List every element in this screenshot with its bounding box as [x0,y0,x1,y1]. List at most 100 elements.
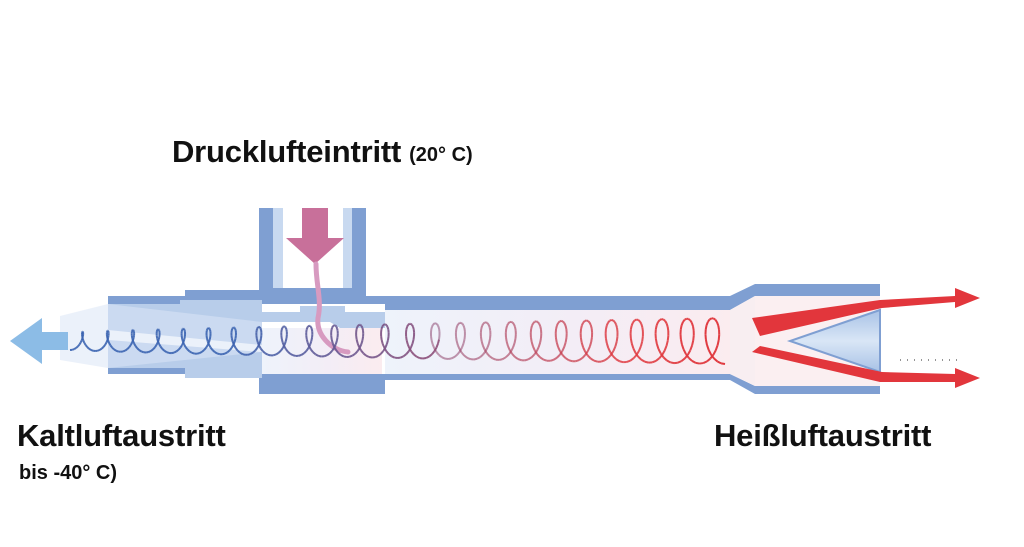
vortex-segment [336,341,337,345]
vortex-segment [433,323,434,324]
vortex-segment [332,339,333,343]
cold-air-arrow [10,318,68,364]
vortex-segment [515,327,516,330]
vortex-segment [105,343,106,345]
vortex-segment [202,350,204,352]
vortex-segment [232,328,233,329]
vortex-segment [613,320,615,322]
vortex-segment [656,339,657,344]
vortex-segment [601,360,605,361]
vortex-segment [381,327,382,329]
vortex-segment [210,336,211,339]
vortex-segment [458,323,459,324]
vortex-segment [89,349,91,350]
tube-body [60,208,880,394]
vortex-segment [78,345,80,347]
vortex-segment [184,337,185,340]
vortex-segment [159,337,160,340]
vortex-segment [538,322,539,324]
vortex-segment [157,329,158,330]
vortex-segment [561,321,563,322]
vortex-segment [265,353,268,354]
vortex-segment [569,360,572,361]
vortex-segment [685,319,687,320]
vortex-segment [225,352,227,353]
vortex-segment [488,343,489,347]
vortex-segment [515,338,516,342]
vortex-segment [461,323,462,324]
vortex-segment [382,340,383,344]
vortex-segment [333,325,334,326]
vortex-segment [508,322,509,323]
vortex-segment [635,320,637,321]
cold-outlet-label: Kaltluftaustritt [17,418,226,454]
vortex-segment [307,339,308,343]
vortex-segment [282,327,283,328]
vortex-segment [550,360,553,361]
vortex-segment [482,324,483,326]
vortex-segment [207,328,208,329]
vortex-segment [192,353,195,354]
inlet-pipe-wall-right [352,208,366,288]
vortex-segment [276,353,279,355]
vortex-segment [341,355,344,356]
vortex-segment [536,321,538,322]
vortex-segment [283,326,284,327]
vortex-segment [155,345,157,347]
vortex-segment [114,349,116,350]
vortex-segment [381,336,382,340]
vortex-segment [632,322,633,325]
vortex-segment [286,328,287,330]
vortex-segment [707,322,708,325]
inlet-label-text: Drucklufteintritt [172,134,401,169]
vortex-segment [273,354,276,355]
vortex-segment [123,351,125,352]
vortex-segment [183,341,184,344]
vortex-segment [683,320,685,322]
vortex-segment [217,353,220,354]
vortex-segment [406,336,407,340]
vortex-segment [109,343,110,345]
vortex-segment [102,347,104,349]
vortex-segment [582,343,583,348]
vortex-segment [692,323,693,326]
vortex-segment [285,327,286,328]
vortex-segment [108,341,109,343]
vortex-segment [311,327,312,329]
vortex-segment [356,327,357,329]
vortex-segment [337,337,338,341]
vortex-segment [608,321,610,323]
vortex-segment [436,323,437,324]
vortex-segment [248,354,251,355]
vortex-segment [260,338,261,341]
vortex-segment [164,351,166,352]
vortex-segment [481,337,482,341]
vortex-segment [406,327,407,330]
vortex-segment [539,324,540,327]
vortex-segment [489,325,490,328]
vortex-segment [366,356,369,357]
vortex-segment [681,325,682,329]
vortex-segment [149,351,151,352]
vortex-segment [91,350,93,351]
vortex-segment [282,339,283,342]
vortex-segment [358,343,359,347]
vortex-segment [282,328,283,330]
vortex-segment [286,338,287,341]
vortex-segment [153,347,155,349]
vortex-segment [594,361,598,362]
vortex-segment [533,322,534,323]
vortex-segment [235,339,236,342]
vortex-segment [540,338,541,343]
vortex-segment [157,338,158,341]
vortex-segment [631,338,632,343]
vortex-segment [667,341,668,346]
vortex-segment [663,319,665,320]
vortex-segment [350,356,353,357]
vortex-segment [531,337,532,342]
vortex-segment [481,326,482,329]
vortex-segment [127,347,129,349]
vortex-segment [557,323,558,326]
vortex-segment [467,358,470,359]
